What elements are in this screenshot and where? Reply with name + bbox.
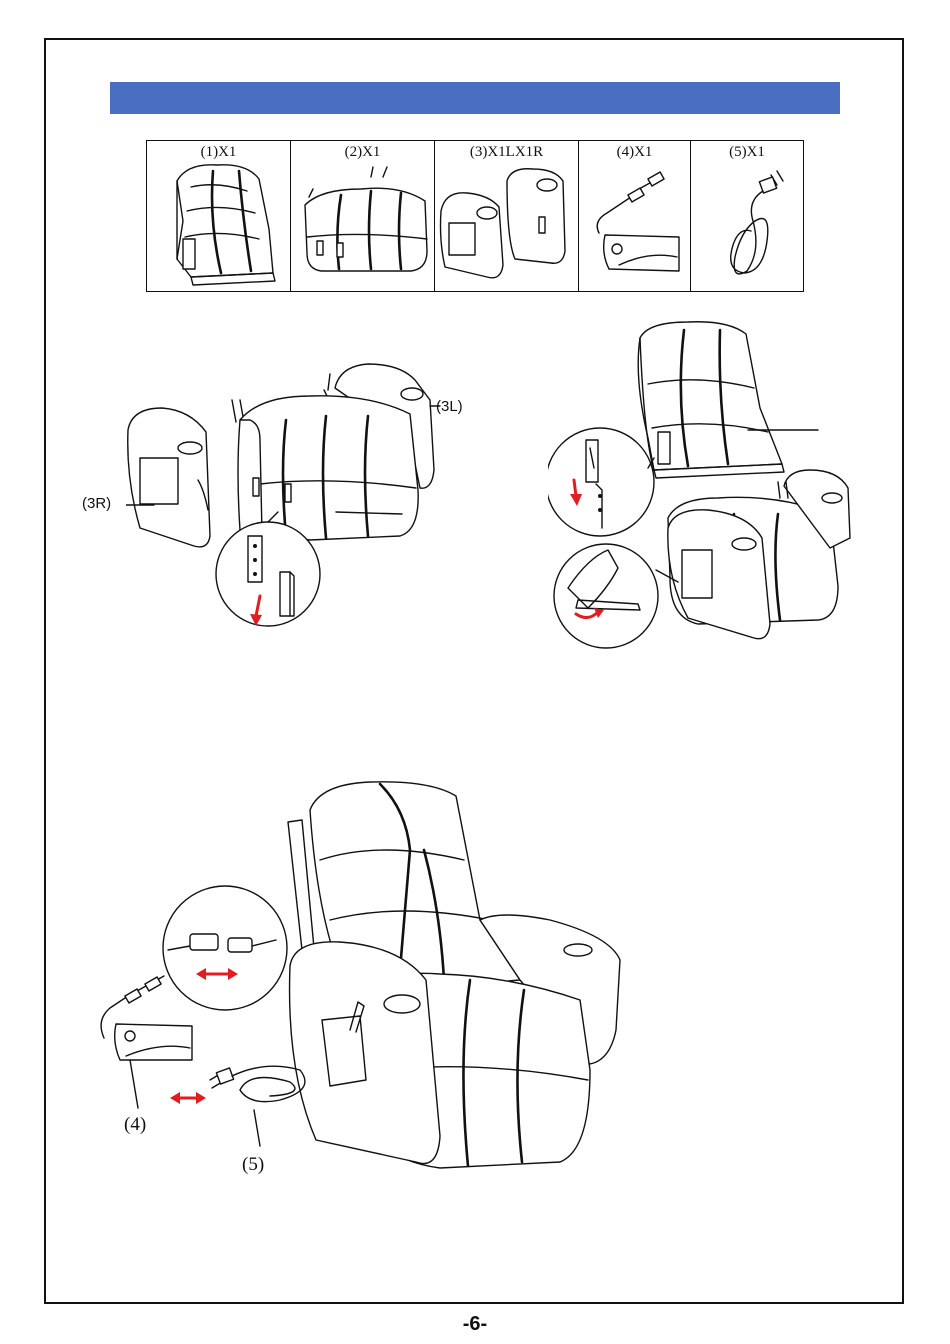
part-cell-armrests: (3)X1LX1R [435,141,579,291]
callout-left-armrest: (3L) [436,398,463,415]
leader-line [126,500,156,510]
backrest-attachment-figure [548,318,858,658]
seat-drawing [291,141,435,291]
cord-drawing [691,141,803,291]
part-cell-cord: (5)X1 [691,141,803,291]
parts-table: (1)X1 (2)X1 (3)X1LX1R [146,140,804,292]
callout-adapter: (4) [124,1114,146,1136]
section-banner [110,82,840,114]
callout-cord: (5) [242,1154,264,1176]
part-cell-adapter: (4)X1 [579,141,691,291]
armrest-attachment-figure [110,350,530,650]
power-connection-figure [80,770,640,1190]
callout-right-armrest: (3R) [82,495,111,512]
part-cell-seat: (2)X1 [291,141,435,291]
adapter-drawing [579,141,691,291]
armrests-drawing [435,141,579,291]
part-cell-backrest: (1)X1 [147,141,291,291]
backrest-drawing [147,141,291,291]
page-number: -6- [0,1313,950,1336]
